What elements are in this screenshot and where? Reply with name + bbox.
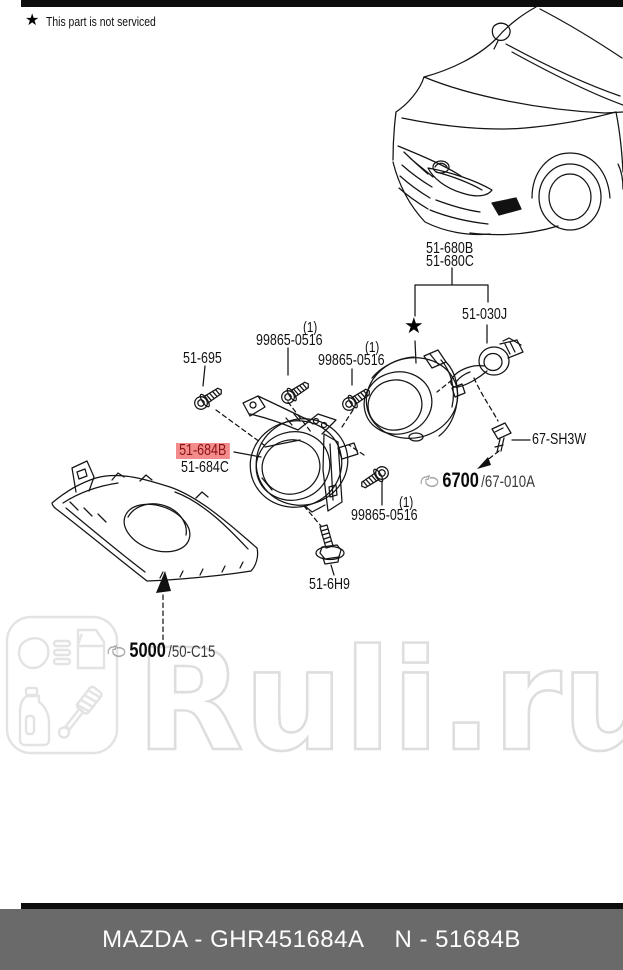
bolt-drawing [315,524,345,565]
car-drawing [392,6,623,236]
not-serviced-note: This part is not serviced [46,14,156,29]
part-label-99865-0516-b: 99865-0516 [318,352,385,369]
dashed-leader-lines [162,377,500,647]
screw-99865-c [357,462,392,493]
watermark-logo-frame [5,615,119,755]
headlight-icon [17,636,72,670]
trim-drawing [51,460,259,582]
screw-51-695 [191,383,226,414]
part-label-51-030J: 51-030J [462,306,508,323]
parts-diagram-artwork [51,6,623,647]
bracket-bezel-drawing [242,395,359,513]
ref-part-icon [420,474,439,488]
bulb-drawing [450,337,524,388]
section-ref-5000: 5000/50-C15 [106,639,216,662]
footer-border-bar [21,903,623,909]
ref-6700-number: 6700 [442,469,479,492]
car-door-icon [76,628,106,670]
part-label-51-680C: 51-680C [426,253,474,270]
connector-drawing [491,422,512,453]
part-label-51-680B: 51-680B [426,240,474,257]
ref-5000-suffix: /50-C15 [168,642,216,661]
shock-absorber-icon [57,685,103,739]
arrow-to-5000 [156,571,171,593]
ref-part-icon [107,644,126,658]
qty-screw-b: (1) [365,339,380,356]
screw-99865-a [278,377,313,408]
oil-jug-icon [18,686,51,747]
footer-part-number: N - 51684B [394,925,521,953]
part-label-99865-0516-a: 99865-0516 [256,332,323,349]
part-label-51-680-group: 51-680B 51-680C [426,240,474,270]
ref-5000-number: 5000 [129,639,166,662]
watermark-logo [5,615,119,755]
qty-screw-c: (1) [399,494,414,511]
section-ref-6700: 6700/67-010A [419,469,536,492]
ref-6700-suffix: /67-010A [481,472,536,491]
footer-catalog-number: MAZDA - GHR451684A [102,925,365,953]
part-label-99865-0516-c: 99865-0516 [351,507,418,524]
top-border-bar [21,0,623,7]
fog-lamp-drawing [363,349,466,442]
watermark-text: Ruli.ru [136,620,623,783]
part-label-51-6H9: 51-6H9 [309,576,350,593]
highlight-box: 51-684B [176,443,230,459]
part-label-67-SH3W: 67-SH3W [532,431,587,448]
not-serviced-star-icon: ★ [25,12,40,29]
arrow-to-6700 [477,457,491,469]
not-serviced-marker-icon: ★ [404,313,424,338]
footer-bar: MAZDA - GHR451684A N - 51684B [0,909,623,970]
part-label-51-684B-highlighted: 51-684B [176,443,230,459]
part-label-51-684C: 51-684C [181,459,229,476]
qty-screw-a: (1) [303,319,318,336]
part-label-51-695: 51-695 [183,350,222,367]
leader-arrowheads [156,457,491,593]
